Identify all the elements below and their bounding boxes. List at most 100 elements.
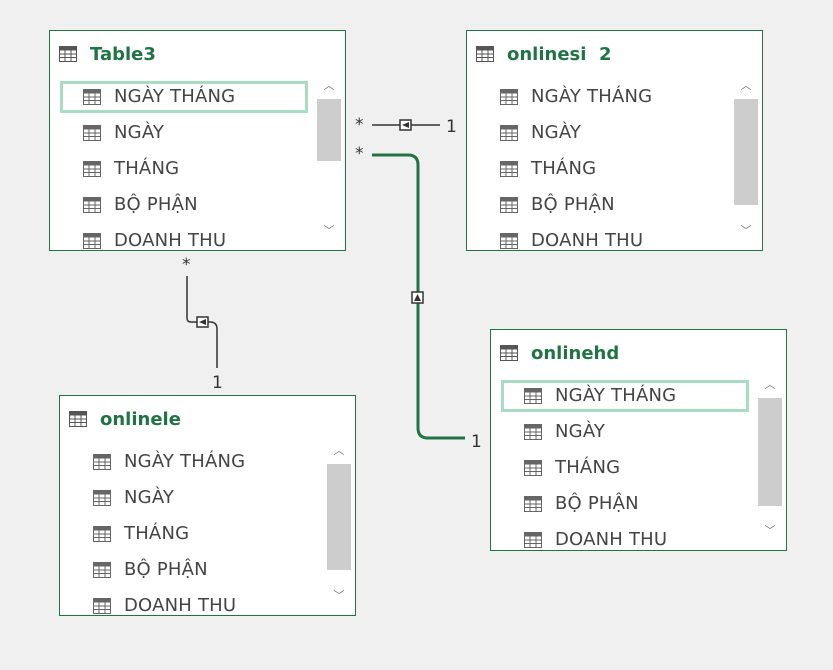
scrollbar-thumb[interactable] <box>317 99 341 161</box>
chevron-up-icon[interactable]: ︿ <box>333 444 345 457</box>
field-label: THÁNG <box>555 457 621 478</box>
scrollbar-thumb[interactable] <box>734 99 758 205</box>
relationship-table3-onlinesi2[interactable] <box>372 119 440 131</box>
cardinality-many: * <box>355 115 364 135</box>
chevron-down-icon[interactable]: ﹀ <box>740 224 752 237</box>
table-card-table3[interactable]: Table3 NGÀY THÁNG NGÀY THÁNG BỘ PHẬN DOA… <box>49 30 346 251</box>
field-grid-icon <box>83 233 101 249</box>
field-label: NGÀY <box>531 122 582 143</box>
field-label: NGÀY <box>124 487 175 508</box>
field-label: THÁNG <box>114 158 180 179</box>
field-label: NGÀY THÁNG <box>124 451 246 472</box>
chevron-down-icon[interactable]: ﹀ <box>323 224 335 237</box>
field-grid-icon <box>83 161 101 177</box>
field-grid-icon <box>524 424 542 440</box>
field-list: NGÀY THÁNG NGÀY THÁNG BỘ PHẬN DOANH THU <box>60 442 325 615</box>
field-label: DOANH THU <box>124 595 237 615</box>
chevron-down-icon[interactable]: ﹀ <box>764 524 776 537</box>
field-item[interactable]: THÁNG <box>477 153 732 185</box>
field-grid-icon <box>83 197 101 213</box>
field-grid-icon <box>93 598 111 614</box>
field-item[interactable]: BỘ PHẬN <box>501 488 756 520</box>
field-label: BỘ PHẬN <box>555 493 639 514</box>
field-grid-icon <box>500 233 518 249</box>
field-item[interactable]: DOANH THU <box>477 225 732 250</box>
chevron-up-icon[interactable]: ︿ <box>323 79 335 92</box>
chevron-down-icon[interactable]: ﹀ <box>333 589 345 602</box>
field-item[interactable]: BỘ PHẬN <box>477 189 732 221</box>
relationship-table3-onlinele[interactable] <box>186 276 218 368</box>
chevron-up-icon[interactable]: ︿ <box>740 79 752 92</box>
scrollbar[interactable]: ︿ ﹀ <box>734 77 758 240</box>
field-item[interactable]: BỘ PHẬN <box>60 189 315 221</box>
table-title: onlinesi 2 <box>507 44 612 65</box>
field-grid-icon <box>500 125 518 141</box>
arrow-up-icon <box>414 294 421 301</box>
table-card-onlinehd[interactable]: onlinehd NGÀY THÁNG NGÀY THÁNG BỘ PHẬN D… <box>490 329 787 551</box>
table-header[interactable]: onlinesi 2 <box>467 31 762 77</box>
table-card-onlinesi-2[interactable]: onlinesi 2 NGÀY THÁNG NGÀY THÁNG BỘ PHẬN… <box>466 30 763 251</box>
table-grid-icon <box>500 345 518 361</box>
field-grid-icon <box>83 89 101 105</box>
field-list: NGÀY THÁNG NGÀY THÁNG BỘ PHẬN DOANH THU <box>491 376 756 550</box>
table-card-onlinele[interactable]: onlinele NGÀY THÁNG NGÀY THÁNG BỘ PHẬN D… <box>59 395 356 616</box>
cardinality-one: 1 <box>212 373 223 393</box>
scrollbar-thumb[interactable] <box>758 398 782 506</box>
field-label: DOANH THU <box>114 230 227 250</box>
field-item[interactable]: DOANH THU <box>70 590 325 615</box>
field-item[interactable]: BỘ PHẬN <box>70 554 325 586</box>
scrollbar[interactable]: ︿ ﹀ <box>327 442 351 605</box>
field-label: NGÀY <box>555 421 606 442</box>
field-list: NGÀY THÁNG NGÀY THÁNG BỘ PHẬN DOANH THU <box>50 77 315 250</box>
cardinality-many: * <box>182 255 191 275</box>
field-grid-icon <box>524 496 542 512</box>
field-grid-icon <box>524 460 542 476</box>
table-header[interactable]: Table3 <box>50 31 345 77</box>
field-label: THÁNG <box>124 523 190 544</box>
field-grid-icon <box>500 197 518 213</box>
scrollbar-thumb[interactable] <box>327 464 351 570</box>
field-item[interactable]: NGÀY <box>70 482 325 514</box>
field-item[interactable]: NGÀY THÁNG <box>70 446 325 478</box>
cardinality-many: * <box>355 144 364 164</box>
field-item[interactable]: NGÀY THÁNG <box>60 81 308 113</box>
field-item[interactable]: NGÀY THÁNG <box>501 380 749 412</box>
table-title: onlinele <box>100 409 181 430</box>
field-item[interactable]: NGÀY THÁNG <box>477 81 732 113</box>
field-grid-icon <box>500 161 518 177</box>
scrollbar[interactable]: ︿ ﹀ <box>317 77 341 240</box>
table-grid-icon <box>476 46 494 62</box>
field-grid-icon <box>524 532 542 548</box>
table-title: Table3 <box>90 44 156 65</box>
field-item[interactable]: DOANH THU <box>60 225 315 250</box>
field-label: NGÀY <box>114 122 165 143</box>
table-header[interactable]: onlinele <box>60 396 355 442</box>
field-label: THÁNG <box>531 158 597 179</box>
table-title: onlinehd <box>531 343 620 364</box>
field-item[interactable]: NGÀY <box>501 416 756 448</box>
field-grid-icon <box>93 562 111 578</box>
field-grid-icon <box>500 89 518 105</box>
field-grid-icon <box>93 454 111 470</box>
cardinality-one: 1 <box>471 432 482 452</box>
field-label: NGÀY THÁNG <box>555 385 677 406</box>
cardinality-one: 1 <box>446 117 457 137</box>
field-item[interactable]: NGÀY <box>60 117 315 149</box>
relationship-table3-onlinehd[interactable] <box>372 153 465 440</box>
table-header[interactable]: onlinehd <box>491 330 786 376</box>
scrollbar[interactable]: ︿ ﹀ <box>758 376 782 540</box>
field-grid-icon <box>524 388 542 404</box>
field-grid-icon <box>83 125 101 141</box>
field-item[interactable]: DOANH THU <box>501 524 756 550</box>
table-grid-icon <box>59 46 77 62</box>
field-item[interactable]: NGÀY <box>477 117 732 149</box>
chevron-up-icon[interactable]: ︿ <box>764 378 776 391</box>
field-label: BỘ PHẬN <box>114 194 198 215</box>
field-item[interactable]: THÁNG <box>70 518 325 550</box>
field-list: NGÀY THÁNG NGÀY THÁNG BỘ PHẬN DOANH THU <box>467 77 732 250</box>
field-item[interactable]: THÁNG <box>60 153 315 185</box>
field-item[interactable]: THÁNG <box>501 452 756 484</box>
field-label: DOANH THU <box>555 529 668 550</box>
arrow-left-icon <box>402 122 409 128</box>
